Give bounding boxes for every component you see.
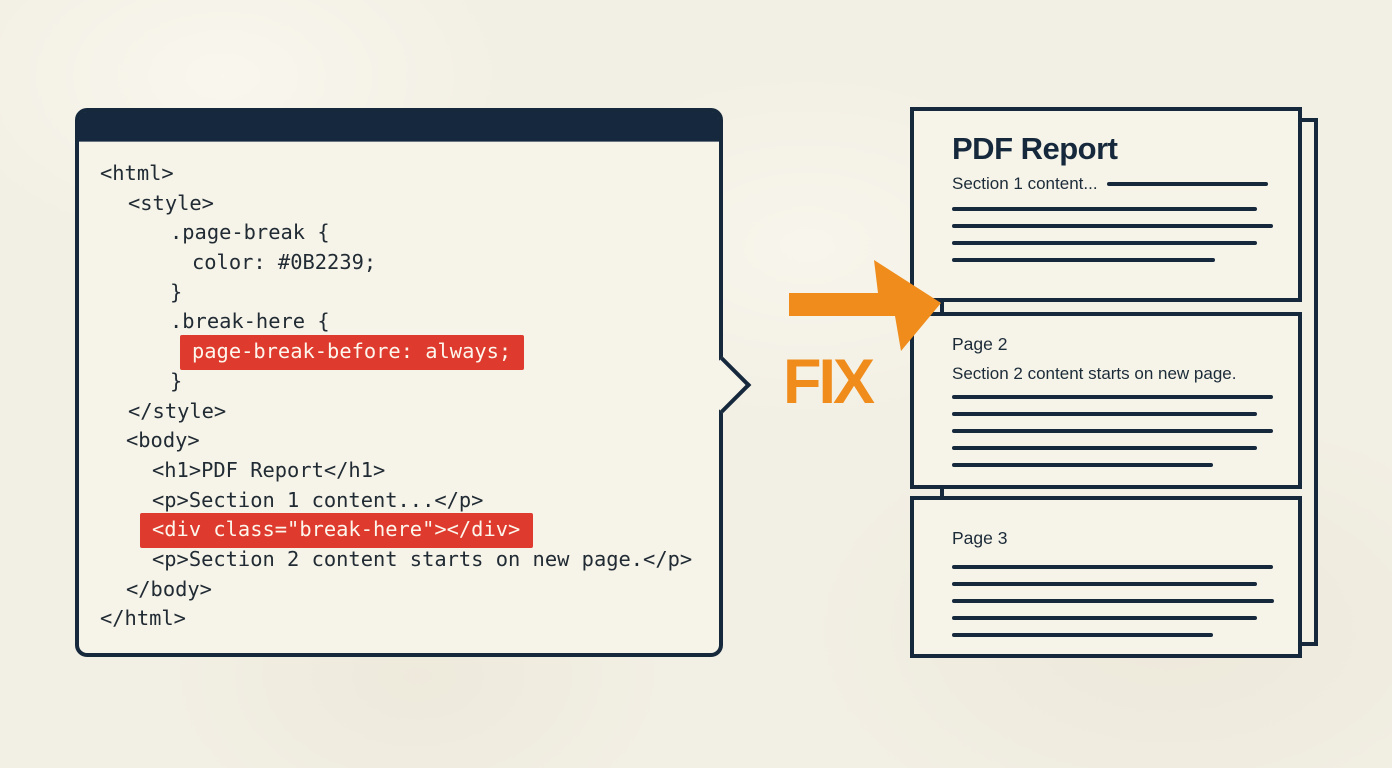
code-line: <div class="break-here"></div> [100,513,709,548]
code-line: } [100,278,709,308]
placeholder-line [952,223,1273,229]
code-text: <p>Section 1 content...</p> [152,487,484,512]
code-line: </html> [100,604,709,634]
placeholder-line [952,428,1273,434]
report-title: PDF Report [952,131,1118,166]
placeholder-line [952,395,1273,400]
code-line: <p>Section 1 content...</p> [100,486,709,516]
code-text: .page-break { [170,220,330,245]
code-text: } [170,368,183,393]
code-text: } [170,279,183,304]
placeholder-line [952,462,1213,468]
code-text: </html> [100,606,186,631]
code-line: </body> [100,575,709,605]
placeholder-line [952,411,1257,417]
section2-text: Section 2 content starts on new page. [952,364,1237,383]
placeholder-line [952,240,1257,246]
code-text: <body> [126,428,200,453]
report-page-1: PDF Report Section 1 content... [910,107,1302,302]
placeholder-line [952,565,1273,570]
placeholder-line [952,257,1215,263]
code-text: <h1>PDF Report</h1> [152,457,386,482]
code-line: page-break-before: always; [100,335,709,370]
placeholder-lines [952,207,1273,263]
code-line: } [100,367,709,397]
code-text: color: #0B2239; [192,250,377,275]
code-line: <body> [100,426,709,456]
placeholder-line [952,598,1274,604]
placeholder-line [952,207,1257,212]
code-line: </style> [100,397,709,427]
page2-label: Page 2 [952,334,1008,354]
code-line: <h1>PDF Report</h1> [100,456,709,486]
placeholder-lines [952,395,1273,468]
code-line: <html> [100,159,709,189]
code-text: .break-here { [170,309,330,334]
code-lines: <html> <style> .page-break { color: #0B2239… [79,142,719,634]
code-line: .break-here { [100,307,709,337]
code-line: .page-break { [100,218,709,248]
report-page-3: Page 3 [910,496,1302,658]
section1-text: Section 1 content... [952,174,1098,193]
code-line: <style> [100,189,709,219]
report-lead-row: Section 1 content... [952,174,1268,194]
placeholder-line [952,581,1257,587]
page3-label: Page 3 [952,528,1008,548]
code-text: </body> [126,576,212,601]
code-text: <html> [100,161,174,185]
code-line: color: #0B2239; [100,248,709,278]
placeholder-lines [952,565,1274,638]
code-text: <style> [128,190,214,215]
report-page-2: Page 2 Section 2 content starts on new p… [910,312,1302,489]
fix-label: FIX [783,347,875,417]
highlighted-code: <div class="break-here"></div> [140,513,534,548]
highlighted-code: page-break-before: always; [180,335,525,370]
code-text: <p>Section 2 content starts on new page.… [152,546,693,571]
placeholder-line [952,615,1257,621]
code-window-titlebar [79,112,719,142]
code-window: <html> <style> .page-break { color: #0B2239… [75,108,723,657]
code-text: </style> [128,398,227,423]
placeholder-line [1106,182,1268,186]
placeholder-line [952,632,1213,638]
code-line: <p>Section 2 content starts on new page.… [100,545,709,575]
placeholder-line [952,445,1257,451]
